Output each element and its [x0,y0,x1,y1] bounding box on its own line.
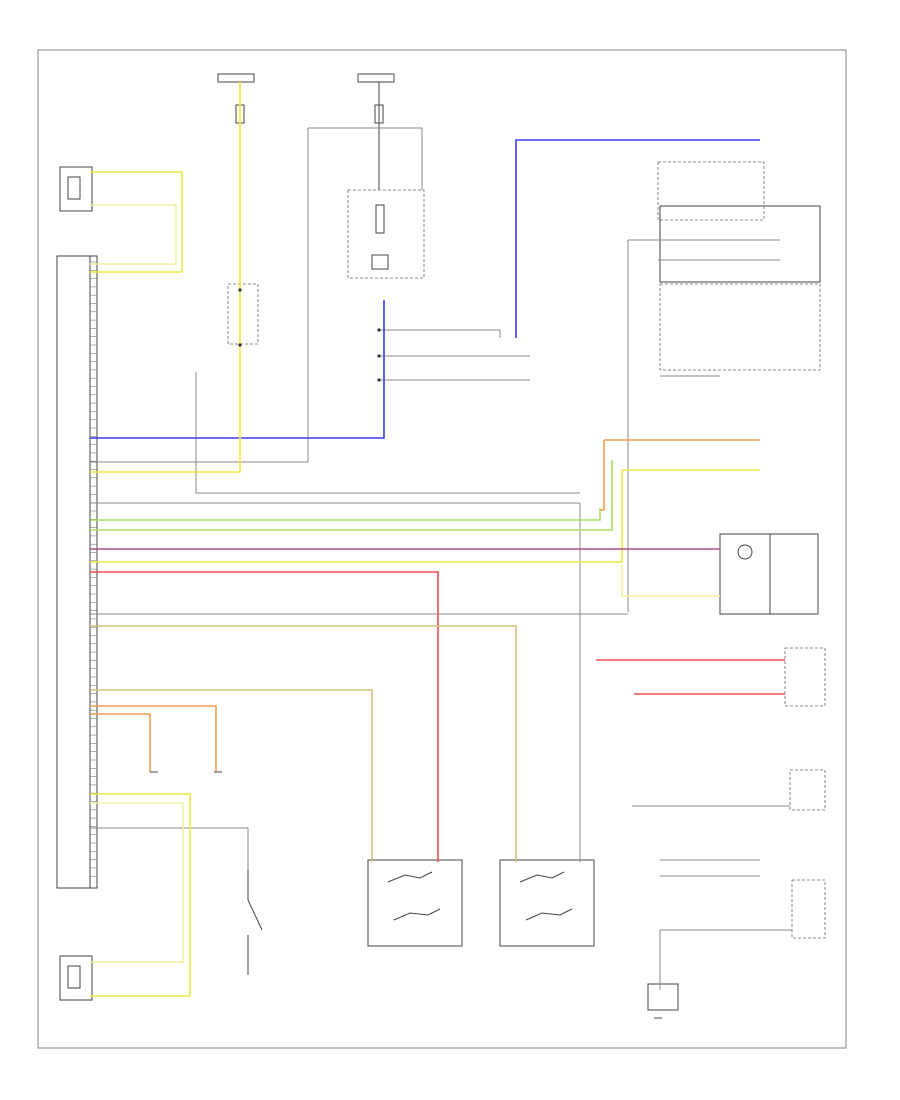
center-sensor-block [347,189,425,279]
seat-belt-switch [247,870,263,975]
right-front-crash-sensor [499,859,595,947]
orange-wire-b [90,705,217,772]
red-wire-a [90,571,439,862]
right-switch-box-5 [791,879,826,939]
blue-wire [90,300,385,439]
colored-wires [90,82,785,997]
green-wire-b [90,460,613,531]
left-front-crash-sensor [367,859,463,947]
tan-wire-a [90,625,517,862]
yellow-wire-d [90,793,191,997]
blue-wire-top [515,139,760,338]
junction-dots [238,288,381,382]
yellow-wire-e [90,802,184,963]
tan-wire-b [90,689,373,862]
diagram-border [37,49,847,1049]
yellow-wire-a [90,82,241,473]
center-pin-box [227,283,259,345]
left-pretensioner [59,166,93,212]
green-wire-a [90,508,601,521]
fuse-block-left [217,73,255,140]
orange-wire [600,440,605,511]
right-switch-box-3 [784,647,826,707]
buckle-switch-box [647,983,679,1011]
right-switch-box-2 [659,283,821,371]
right-connector-upper [657,161,765,221]
right-switch-box-1 [659,205,821,283]
gray-wires [90,127,792,990]
ground-icon [150,771,662,1019]
sensor-circle-icon [737,544,753,560]
yellow-wire-b [90,171,183,273]
orange-wire-c [90,713,151,772]
right-pretensioner [59,955,93,1001]
fuse-block-right [357,73,395,190]
yellow-wire-g [90,470,623,563]
right-switch-box-4 [789,769,826,811]
yellow-wire-h [621,565,720,597]
seat-position-sensor-box [719,533,819,615]
yellow-wire-c [90,204,177,265]
